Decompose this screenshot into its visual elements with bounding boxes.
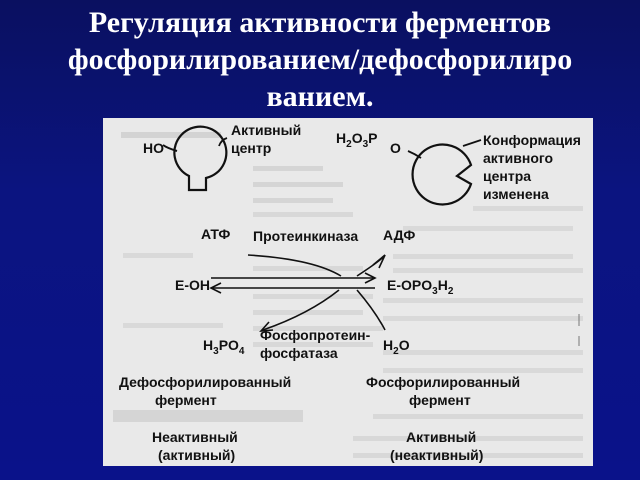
dephosphorylated-label-2: фермент <box>155 392 217 408</box>
water-sub2: 2 <box>393 345 399 357</box>
water-o: O <box>398 337 410 353</box>
phosphate-group-sub2: 2 <box>346 138 352 150</box>
water-h: H <box>383 337 394 353</box>
product-eopo3h2-label: E-OPO3H2 <box>387 277 453 300</box>
phosphoric-acid-label: H3PO4 <box>203 337 244 360</box>
inactive-label-2: (активный) <box>158 447 236 463</box>
right-enzyme-shape <box>407 139 482 206</box>
phosphate-group-p: P <box>368 130 378 146</box>
substrate-eoh-label: E-OH <box>175 277 210 293</box>
phosphorylated-label-2: фермент <box>409 392 471 408</box>
phosphatase-cofactor-arrow <box>259 289 386 332</box>
protein-kinase-label: Протеинкиназа <box>253 228 359 244</box>
diagram-figure: HO Активный центр H2O3P O Конформация ак… <box>103 118 593 466</box>
inactive-label-1: Неактивный <box>152 429 238 445</box>
phosphoric-sub3: 3 <box>213 345 219 357</box>
active-site-label-2: центр <box>231 140 272 156</box>
conformation-label-3: центра <box>483 168 532 184</box>
reaction-arrows <box>209 272 377 294</box>
product-sub2: 2 <box>447 285 454 297</box>
water-label: H2O <box>383 337 410 360</box>
active-label-2: (неактивный) <box>390 447 484 463</box>
conformation-label-1: Конформация <box>483 132 581 148</box>
phosphate-group-label: H2O3P <box>336 130 377 153</box>
phosphoric-sub4: 4 <box>238 345 245 357</box>
phosphatase-label-2: фосфатаза <box>260 345 338 361</box>
active-site-label-1: Активный <box>231 122 302 138</box>
phosphoric-po: PO <box>218 337 239 353</box>
adp-label: АДФ <box>383 227 416 243</box>
phosphatase-label-1: Фосфопротеин- <box>260 327 371 343</box>
phosphate-group-o: O <box>351 130 363 146</box>
atp-label: АТФ <box>201 226 231 242</box>
product-sub3: 3 <box>432 285 438 297</box>
phosphate-group-sub3: 3 <box>362 138 369 150</box>
phosphorylated-label-1: Фосфорилированный <box>366 374 521 390</box>
product-h: H <box>437 277 448 293</box>
phosphoric-h: H <box>203 337 214 353</box>
title-line-3: ванием. <box>266 80 374 113</box>
left-enzyme-shape <box>162 125 228 192</box>
diagram-drawing <box>113 125 583 458</box>
conformation-label-4: изменена <box>483 186 549 202</box>
title-line-1: Регуляция активности ферментов <box>88 6 552 39</box>
phosphate-group-h: H <box>336 130 347 146</box>
hydroxyl-group-label: HO <box>143 140 164 156</box>
conformation-label-2: активного <box>483 150 554 166</box>
slide-title: Регуляция активности ферментов фосфорили… <box>0 4 640 115</box>
phosphate-oxygen-label: O <box>390 140 401 156</box>
title-line-2: фосфорилированием/дефосфорилиро <box>67 43 573 76</box>
background-ghost-lines <box>113 132 583 458</box>
product-main: E-OPO <box>387 277 433 293</box>
kinase-cofactor-arrow <box>247 254 386 277</box>
active-label-1: Активный <box>406 429 477 445</box>
dephosphorylated-label-1: Дефосфорилированный <box>119 374 292 390</box>
